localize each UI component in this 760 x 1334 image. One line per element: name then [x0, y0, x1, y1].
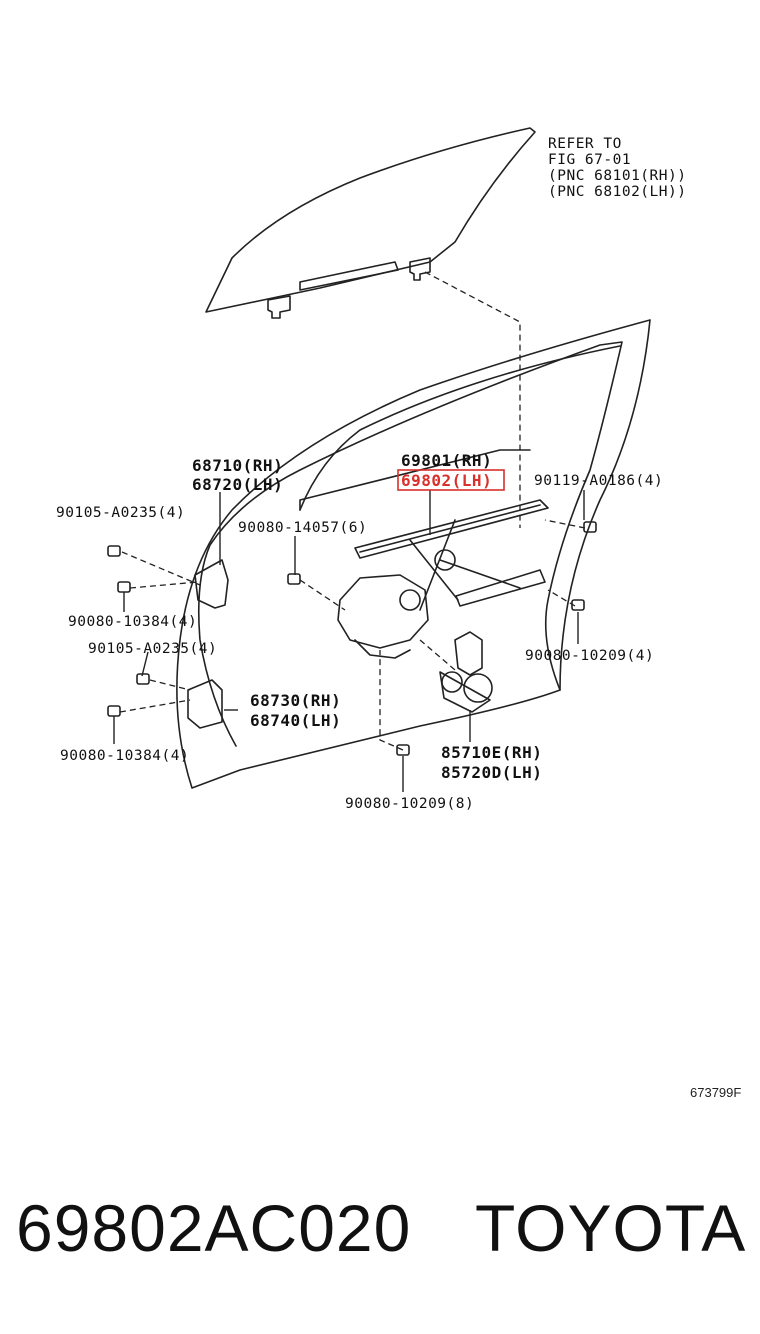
hinge-bracket [187, 679, 223, 729]
label-regulator-rh: 69801(RH) [401, 451, 492, 470]
label-regulator-lh: 69802(LH) [401, 471, 492, 490]
part-number: 69802AC020 [16, 1191, 412, 1265]
window-glass [205, 127, 536, 313]
refer-line-1: REFER TO [548, 136, 622, 152]
label-bolt-10384-bottom: 90080-10384(4) [60, 748, 189, 764]
label-run-lh: 68720(LH) [192, 475, 283, 494]
label-hinge-rh: 68730(RH) [250, 691, 341, 710]
regulator-rail [354, 499, 549, 559]
label-motor-lh: 85720D(LH) [441, 763, 542, 782]
regulator-gear [337, 574, 429, 649]
window-motor [454, 631, 483, 676]
figure-code: 673799F [690, 1085, 742, 1100]
label-bolt-10209-bottom: 90080-10209(8) [345, 796, 474, 812]
highlight-box [397, 469, 505, 491]
label-hinge-lh: 68740(LH) [250, 711, 341, 730]
refer-line-3: (PNC 68101(RH)) [548, 168, 686, 184]
label-bolt-10209-right: 90080-10209(4) [525, 648, 654, 664]
label-bolt-a0235-top: 90105-A0235(4) [56, 505, 185, 521]
brand-name: TOYOTA [475, 1191, 747, 1265]
label-run-rh: 68710(RH) [192, 456, 283, 475]
door-panel [176, 319, 651, 789]
refer-line-4: (PNC 68102(LH)) [548, 184, 686, 200]
label-motor-rh: 85710E(RH) [441, 743, 542, 762]
run-channel-bracket [194, 559, 229, 609]
bolt-icons [107, 521, 597, 756]
label-bolt-a0235-mid: 90105-A0235(4) [88, 641, 217, 657]
refer-line-2: FIG 67-01 [548, 152, 631, 168]
label-bolt-10384-top: 90080-10384(4) [68, 614, 197, 630]
label-bolt-14057: 90080-14057(6) [238, 520, 367, 536]
label-bolt-a0186: 90119-A0186(4) [534, 473, 663, 489]
